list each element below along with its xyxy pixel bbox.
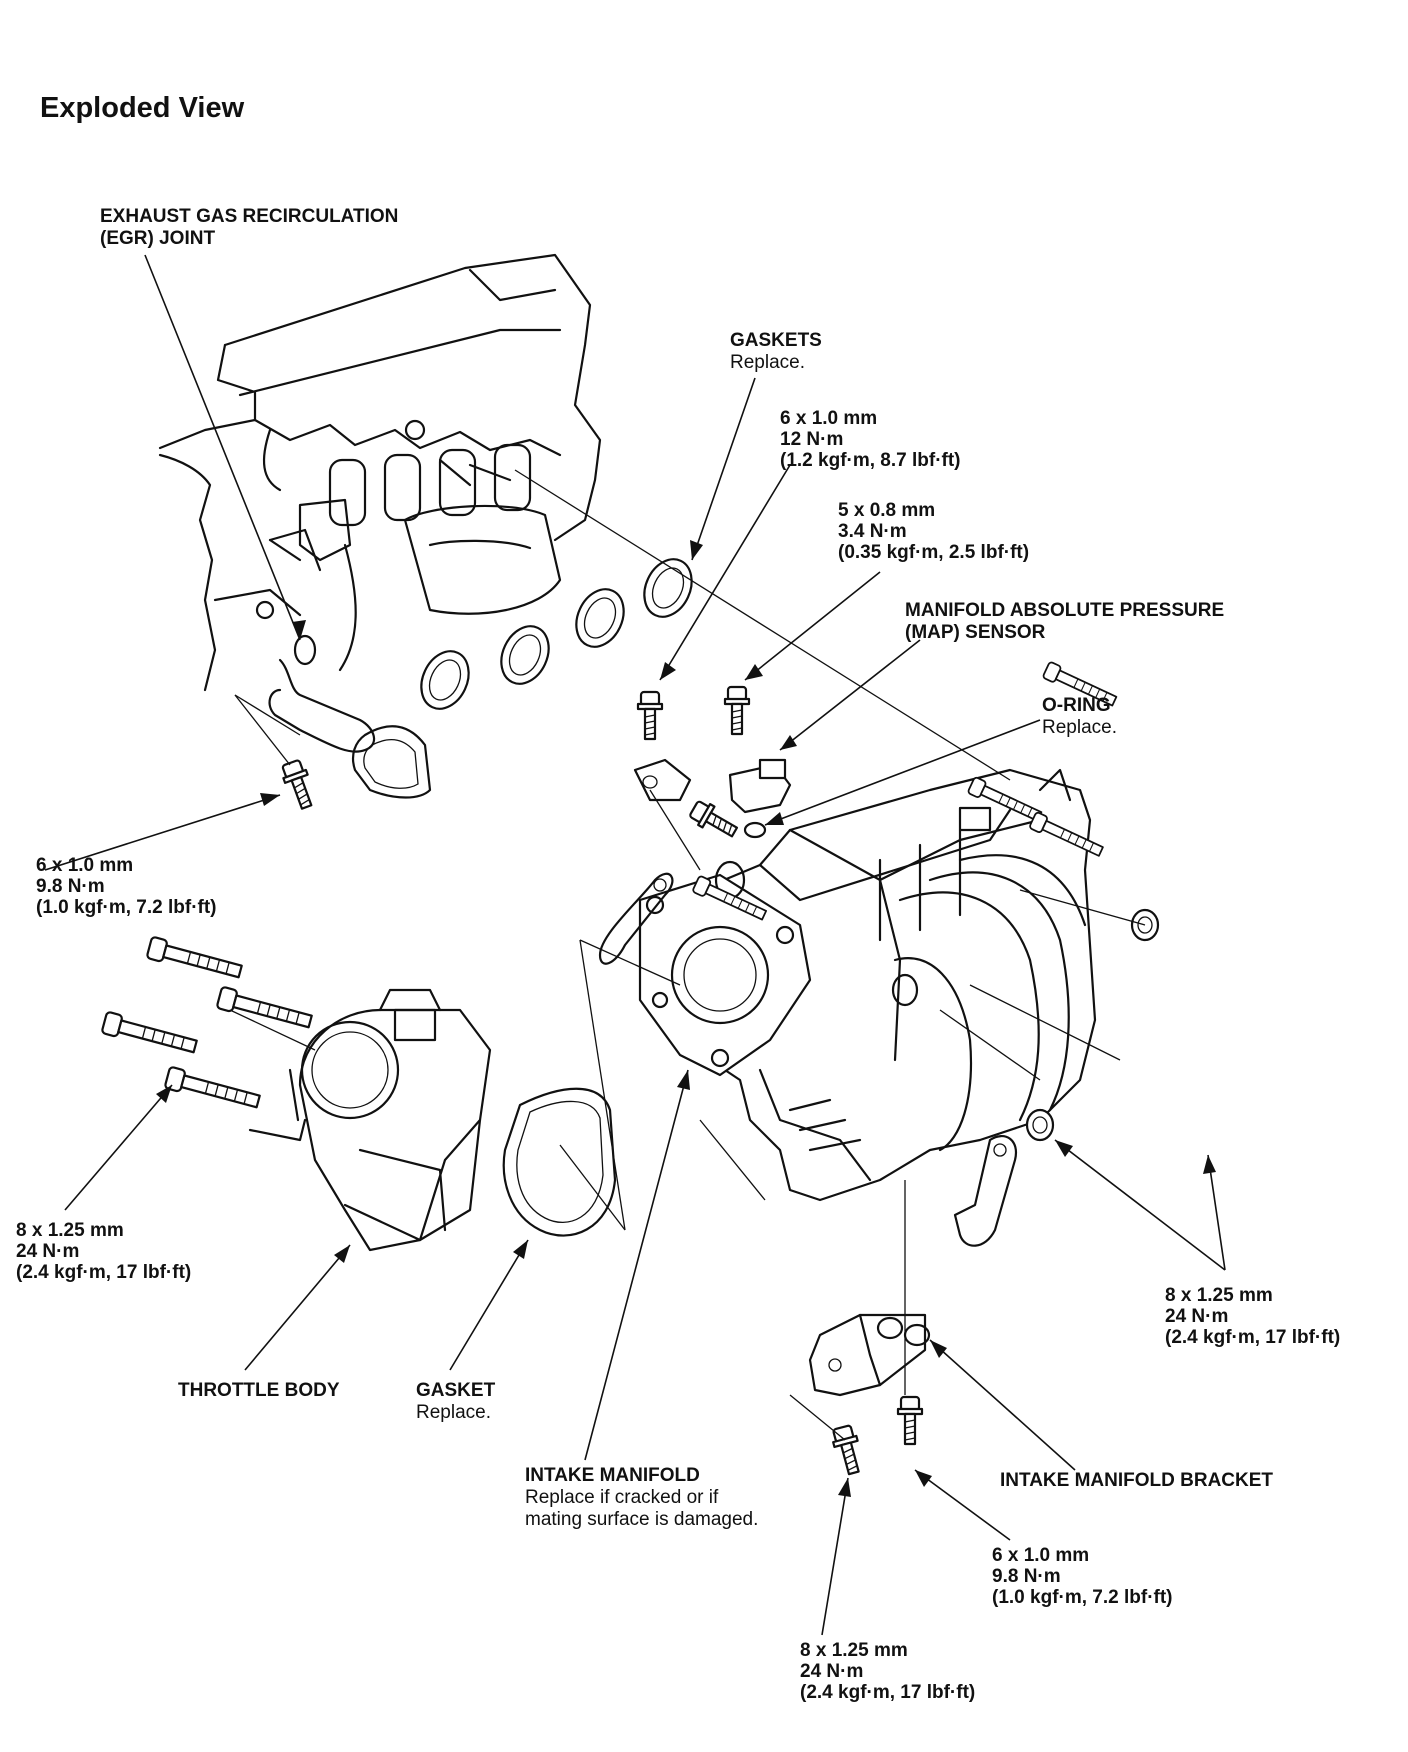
gaskets-label-note: Replace. bbox=[730, 352, 805, 373]
spec-alt: (2.4 kgf·m, 17 lbf·ft) bbox=[1165, 1327, 1341, 1348]
gasket-bolt-6x1 bbox=[636, 690, 664, 741]
throttle-bolt-2 bbox=[215, 985, 315, 1034]
o-ring-part bbox=[743, 821, 767, 839]
map-bolt-spec: 5 x 0.8 mm 3.4 N·m (0.35 kgf·m, 2.5 lbf·… bbox=[838, 500, 1029, 563]
gaskets-label-name: GASKETS bbox=[730, 330, 822, 351]
spec-alt: (2.4 kgf·m, 17 lbf·ft) bbox=[16, 1262, 192, 1283]
gaskets-bolt-spec: 6 x 1.0 mm 12 N·m (1.2 kgf·m, 8.7 lbf·ft… bbox=[780, 408, 961, 471]
egr-joint-label: EXHAUST GAS RECIRCULATION (EGR) JOINT bbox=[100, 206, 398, 250]
cylinder-head bbox=[158, 253, 602, 692]
gasket-label: GASKET Replace. bbox=[416, 1380, 495, 1424]
bracket-bolt-small-spec: 6 x 1.0 mm 9.8 N·m (1.0 kgf·m, 7.2 lbf·f… bbox=[992, 1545, 1173, 1608]
throttle-bolt-3 bbox=[100, 1010, 200, 1059]
bracket-bolt-6x1 bbox=[896, 1395, 924, 1446]
spec-size: 6 x 1.0 mm bbox=[992, 1545, 1090, 1566]
spec-size: 8 x 1.25 mm bbox=[1165, 1285, 1273, 1306]
map-sensor-label: MANIFOLD ABSOLUTE PRESSURE (MAP) SENSOR bbox=[905, 600, 1224, 644]
spec-alt: (1.0 kgf·m, 7.2 lbf·ft) bbox=[36, 897, 217, 918]
intake-manifold bbox=[638, 768, 1097, 1202]
spec-torque: 24 N·m bbox=[1165, 1306, 1229, 1327]
intake-manifold-label: INTAKE MANIFOLD Replace if cracked or if… bbox=[525, 1465, 758, 1531]
spec-size: 8 x 1.25 mm bbox=[16, 1220, 124, 1241]
spec-torque: 3.4 N·m bbox=[838, 521, 907, 542]
spec-alt: (1.0 kgf·m, 7.2 lbf·ft) bbox=[992, 1587, 1173, 1608]
o-ring-label-note: Replace. bbox=[1042, 717, 1117, 738]
egr-bolt bbox=[278, 757, 320, 813]
gaskets-label: GASKETS Replace. bbox=[730, 330, 822, 374]
bracket-bolt-large-spec: 8 x 1.25 mm 24 N·m (2.4 kgf·m, 17 lbf·ft… bbox=[800, 1640, 975, 1703]
intake-manifold-bracket-label-name: INTAKE MANIFOLD BRACKET bbox=[1000, 1470, 1274, 1491]
map-sensor-label-line2: (MAP) SENSOR bbox=[905, 622, 1046, 643]
page-title: Exploded View bbox=[40, 92, 245, 124]
spec-size: 6 x 1.0 mm bbox=[780, 408, 878, 429]
spec-alt: (1.2 kgf·m, 8.7 lbf·ft) bbox=[780, 450, 961, 471]
manifold-bracket-part bbox=[808, 1313, 931, 1397]
intake-manifold-label-note2: mating surface is damaged. bbox=[525, 1509, 759, 1530]
gasket-label-note: Replace. bbox=[416, 1402, 491, 1423]
spec-torque: 12 N·m bbox=[780, 429, 844, 450]
spec-torque: 24 N·m bbox=[16, 1241, 80, 1262]
spec-torque: 24 N·m bbox=[800, 1661, 864, 1682]
port-gaskets bbox=[420, 558, 693, 710]
o-ring-label-name: O-RING bbox=[1042, 695, 1111, 716]
gasket-label-name: GASKET bbox=[416, 1380, 496, 1401]
throttle-bolts-spec: 8 x 1.25 mm 24 N·m (2.4 kgf·m, 17 lbf·ft… bbox=[16, 1220, 191, 1283]
spec-alt: (2.4 kgf·m, 17 lbf·ft) bbox=[800, 1682, 976, 1703]
egr-joint-label-line1: EXHAUST GAS RECIRCULATION bbox=[100, 206, 399, 227]
intake-manifold-bracket-label: INTAKE MANIFOLD BRACKET bbox=[1000, 1470, 1273, 1492]
map-sensor-label-line1: MANIFOLD ABSOLUTE PRESSURE bbox=[905, 600, 1225, 621]
manifold-nuts-spec: 8 x 1.25 mm 24 N·m (2.4 kgf·m, 17 lbf·ft… bbox=[1165, 1285, 1340, 1348]
o-ring-label: O-RING Replace. bbox=[1042, 695, 1117, 739]
spec-torque: 9.8 N·m bbox=[992, 1566, 1061, 1587]
spec-size: 6 x 1.0 mm bbox=[36, 855, 134, 876]
spec-size: 5 x 0.8 mm bbox=[838, 500, 936, 521]
map-bolt-5x08 bbox=[723, 685, 751, 736]
manifold-bolt-3 bbox=[1028, 810, 1106, 861]
egr-joint-label-line2: (EGR) JOINT bbox=[100, 228, 216, 249]
throttle-bolt-4 bbox=[163, 1065, 263, 1114]
harness-bracket bbox=[633, 758, 692, 802]
intake-manifold-label-note1: Replace if cracked or if bbox=[525, 1487, 719, 1508]
egr-bolt-spec: 6 x 1.0 mm 9.8 N·m (1.0 kgf·m, 7.2 lbf·f… bbox=[36, 855, 217, 918]
throttle-body-label: THROTTLE BODY bbox=[178, 1380, 340, 1402]
throttle-gasket bbox=[502, 1087, 617, 1237]
spec-alt: (0.35 kgf·m, 2.5 lbf·ft) bbox=[838, 542, 1030, 563]
throttle-bolt-1 bbox=[145, 935, 245, 984]
flange-bracket bbox=[598, 872, 674, 965]
side-bracket bbox=[953, 1135, 1018, 1247]
head-gasket-small bbox=[351, 725, 432, 799]
egr-joint bbox=[268, 634, 376, 753]
spec-torque: 9.8 N·m bbox=[36, 876, 105, 897]
manifold-nut-2 bbox=[1025, 1108, 1055, 1142]
throttle-body-part bbox=[248, 988, 492, 1252]
leader-lines bbox=[44, 254, 1226, 1636]
side-bolt bbox=[686, 797, 742, 844]
throttle-body-label-name: THROTTLE BODY bbox=[178, 1380, 340, 1401]
intake-manifold-label-name: INTAKE MANIFOLD bbox=[525, 1465, 700, 1486]
spec-size: 8 x 1.25 mm bbox=[800, 1640, 908, 1661]
